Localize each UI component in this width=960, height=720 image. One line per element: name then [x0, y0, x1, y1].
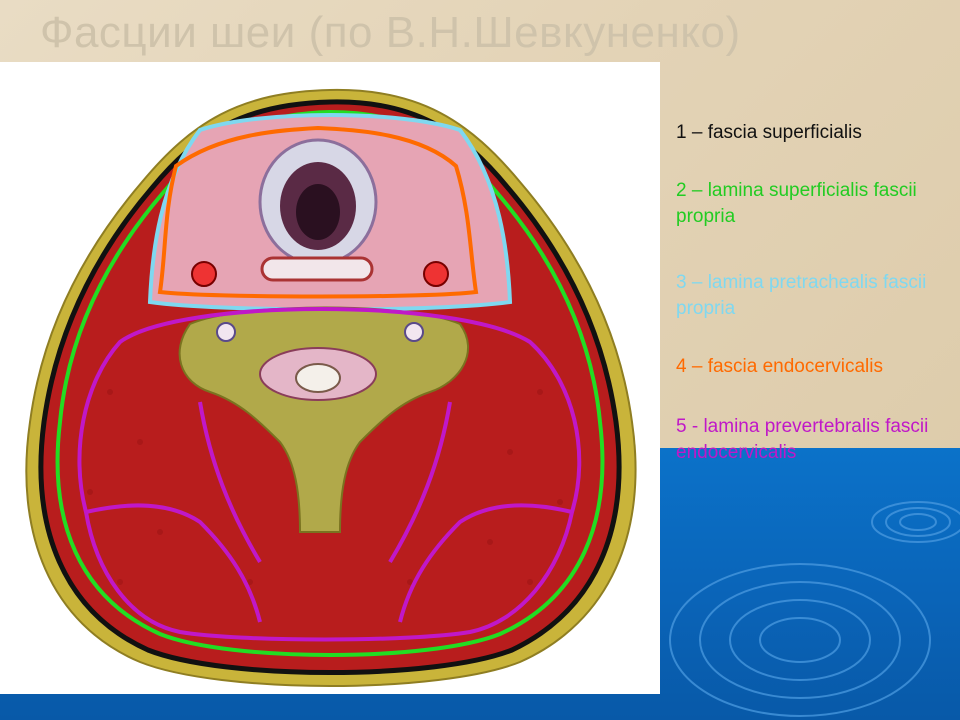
neck-cross-section-figure: [0, 62, 660, 694]
carotid-artery-right: [423, 261, 449, 287]
legend-item-5: 5 - lamina prevertebralis fascii endocer…: [676, 416, 929, 463]
slide-title: Фасции шеи (по В.Н.Шевкуненко): [40, 8, 741, 57]
legend-item-1: 1 – fascia superficialis: [676, 122, 862, 143]
lamina-superficialis-line: [55, 109, 605, 657]
legend-item-4: 4 – fascia endocervicalis: [676, 356, 883, 377]
fascia-endocervicalis-line: [157, 125, 479, 299]
neck-cross-section-illustration: [25, 88, 637, 687]
legend-item-2: 2 – lamina superficialis fascii propria: [676, 180, 917, 227]
carotid-artery-left: [191, 261, 217, 287]
lamina-prevertebralis-line: [77, 307, 582, 642]
esophagus: [260, 256, 374, 282]
spinal-cord: [295, 363, 341, 393]
legend-item-3: 3 – lamina pretrachealis fascii propria: [676, 272, 927, 319]
